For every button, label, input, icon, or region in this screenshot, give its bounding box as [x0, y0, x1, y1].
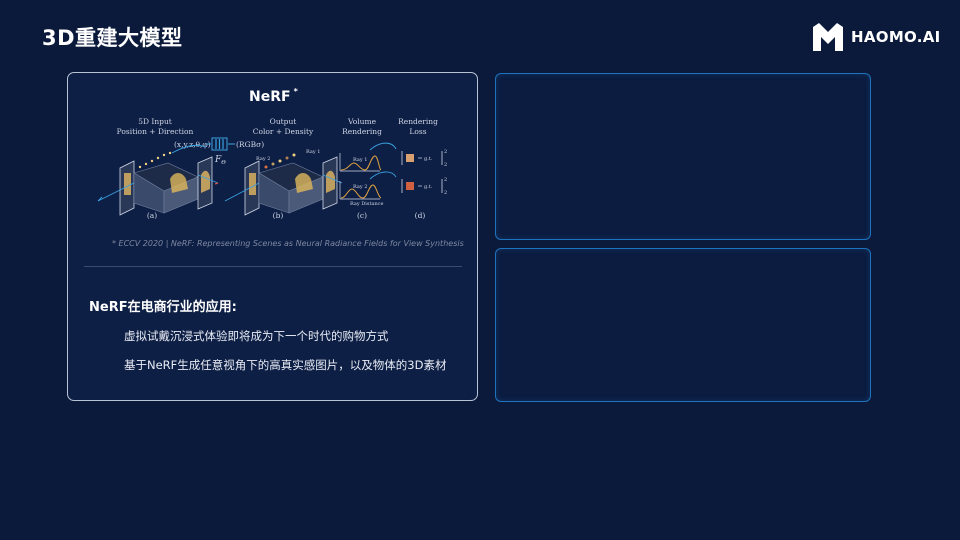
input-header-2: Position + Direction	[117, 127, 194, 136]
render-arrow-2	[369, 171, 397, 180]
loss-header-1: Rendering	[398, 117, 438, 126]
haomo-logo-icon	[813, 23, 843, 51]
gt-label-2: g.t.	[424, 184, 433, 190]
norm-exp-2: 2	[444, 177, 447, 183]
nerf-title-mark: *	[293, 87, 298, 96]
nerf-panel: NeRF* 5D Input Position + Direction Outp…	[67, 72, 478, 401]
nerf-title-text: NeRF	[249, 89, 291, 105]
gt-label-1: g.t.	[424, 156, 433, 162]
scene-b-illustration	[224, 153, 343, 216]
citation-text: * ECCV 2020 | NeRF: Representing Scenes …	[112, 239, 464, 248]
panel-divider	[84, 266, 462, 267]
ray-2-label-b: Ray 2	[256, 156, 270, 162]
volume-header-1: Volume	[347, 117, 377, 126]
volume-header-2: Rendering	[342, 127, 382, 136]
section-title: NeRF在电商行业的应用:	[89, 300, 237, 315]
norm-exp-1: 2	[444, 149, 447, 155]
col-c-label: (c)	[357, 211, 367, 220]
norm-sub-1: 2	[444, 162, 447, 168]
nerf-title: NeRF*	[249, 87, 298, 105]
right-bottom-panel	[495, 248, 871, 402]
ray-2-label-c: Ray 2	[353, 184, 367, 190]
network-label: FΘ	[214, 155, 226, 166]
slide-title: 3D重建大模型	[42, 26, 183, 50]
ray-1-label-b: Ray 1	[306, 149, 320, 155]
norm-sub-2: 2	[444, 190, 447, 196]
logo-text: HAOMO.AI	[851, 28, 941, 46]
loss-term-1	[401, 151, 443, 165]
loss-term-2	[401, 179, 443, 193]
output-header-2: Color + Density	[253, 127, 314, 136]
input-formula: (x,y,z,θ,φ)	[174, 140, 211, 149]
right-top-panel	[495, 73, 871, 240]
ray-distance-label: Ray Distance	[350, 201, 383, 207]
col-a-label: (a)	[147, 211, 157, 220]
col-b-label: (b)	[273, 211, 284, 220]
ray-1-curve	[339, 153, 382, 172]
nerf-pipeline-figure: 5D Input Position + Direction Output Col…	[97, 117, 447, 220]
output-header-1: Output	[270, 117, 297, 126]
render-arrow-1	[369, 142, 397, 151]
bullet-item: 虚拟试戴沉浸式体验即将成为下一个时代的购物方式	[124, 329, 389, 343]
network-icon	[211, 137, 228, 151]
scene-a-illustration	[97, 144, 219, 216]
loss-header-2: Loss	[409, 127, 426, 136]
ray-1-label-c: Ray 1	[353, 157, 367, 163]
ray-2-curve	[339, 181, 382, 200]
company-logo: HAOMO.AI	[813, 23, 941, 51]
col-d-label: (d)	[415, 211, 426, 220]
input-header-1: 5D Input	[138, 117, 172, 126]
bullet-item: 基于NeRF生成任意视角下的高真实感图片，以及物体的3D素材	[124, 358, 447, 372]
output-formula: (RGBσ)	[236, 140, 264, 149]
